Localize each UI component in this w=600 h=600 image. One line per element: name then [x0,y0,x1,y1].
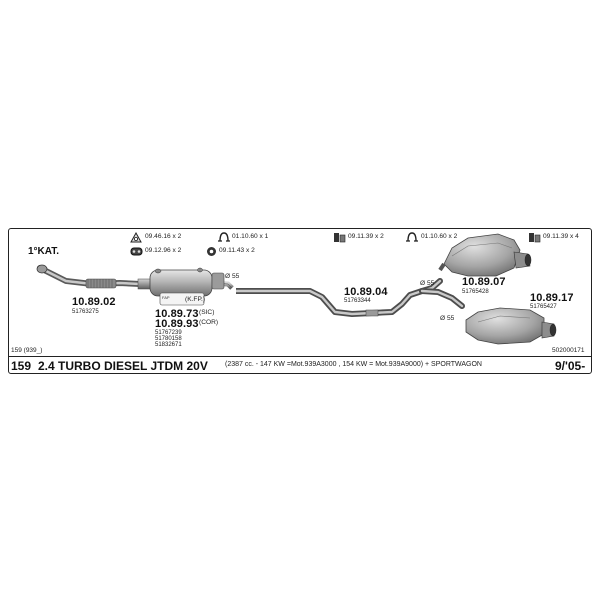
fitting-label: 09.46.16 x 2 [145,233,182,240]
oe-number: 51767239 [155,330,182,336]
fitting-label: 09.11.39 x 4 [543,233,579,240]
part-code: 10.89.73 [155,308,199,320]
engine-spec: (2387 cc. - 147 KW =Mot.939A3000 , 154 K… [225,361,482,368]
variant-label: (COR) [199,319,219,326]
rear-silencer-lower [465,307,557,345]
clamp-omega-icon [406,232,418,242]
oe-number: 51765427 [530,304,557,310]
oe-number: 51765428 [462,289,489,295]
diagram-frame [8,228,592,374]
part-code: 10.89.07 [462,276,506,288]
fitting-label: 01.10.60 x 2 [421,233,458,240]
part-code: 10.89.17 [530,292,574,304]
oe-number: 51763344 [344,298,371,304]
fitting-label: 01.10.60 x 1 [232,233,269,240]
part-code: 10.89.02 [72,296,116,308]
fitting-label: 09.12.96 x 2 [145,247,182,254]
footer-divider [8,356,592,357]
bolt-set-icon [529,233,541,243]
fitting-label: 09.11.43 x 2 [219,247,255,254]
diameter-label: Ø 55 [420,280,435,287]
rubber-hanger-icon [130,247,143,256]
rear-silencer-upper [438,233,532,277]
gasket-triangle-icon [130,232,142,243]
bolt-set-icon [334,233,346,243]
document-number: 502000171 [552,347,585,354]
diameter-label: Ø 55 [440,315,455,322]
variant-label: (SIC) [199,309,215,316]
clamp-omega-icon [218,232,230,242]
front-pipe [36,264,143,289]
middle-pipe [236,278,465,317]
catalyst-label: 1°KAT. [28,246,60,257]
oe-number: 51832671 [155,342,182,348]
dpf-canister [137,267,234,306]
oe-number: 51763275 [72,309,99,315]
part-code: 10.89.93 [155,318,199,330]
mount-ring-icon [207,247,216,256]
flex-section [85,278,117,289]
engine-name: 2.4 TURBO DIESEL JTDM 20V [38,359,208,373]
oe-number: 51780158 [155,336,182,342]
diameter-label: Ø 55 [225,273,240,280]
kfp-label: (K.FP.) [185,296,206,303]
model-name: 159 [11,359,32,373]
fitting-label: 09.11.39 x 2 [348,233,384,240]
kfp-tag: FAP [162,295,170,300]
model-code: 159 (939_) [11,347,43,354]
production-year: 9/'05- [555,359,586,373]
front-flange [36,264,48,274]
part-code: 10.89.04 [344,286,388,298]
